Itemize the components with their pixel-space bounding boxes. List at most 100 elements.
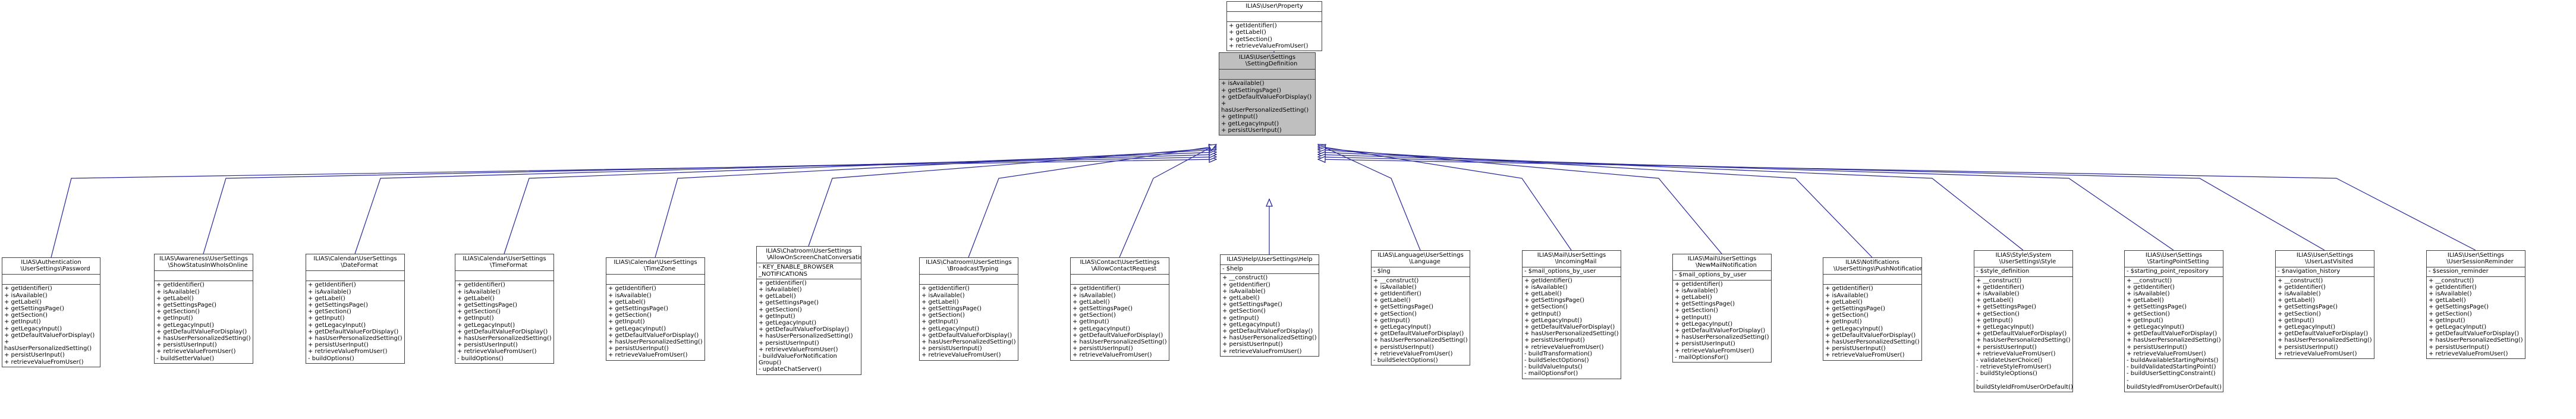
uml-class-title: ILIAS\Chatroom\UserSettings\BroadcastTyp… xyxy=(920,258,1018,275)
uml-class-user-sessionreminder[interactable]: ILIAS\User\Settings\UserSessionReminder-… xyxy=(2426,250,2525,360)
uml-class-calendar-timeformat[interactable]: ILIAS\Calendar\UserSettings\TimeFormat + … xyxy=(455,254,554,364)
uml-operation: + getSection() xyxy=(1222,308,1266,315)
uml-operation: + isAvailable() xyxy=(1976,291,2020,298)
uml-class-auth-password[interactable]: ILIAS\Authentication\UserSettings\Passwo… xyxy=(2,257,100,367)
uml-class-attributes xyxy=(1227,12,1322,23)
uml-operation: + persistUserInput() xyxy=(608,345,669,352)
uml-class-title-line1: ILIAS\User\Settings xyxy=(2145,252,2203,259)
uml-operation: + getInput() xyxy=(1675,314,1712,321)
uml-class-operations: + getIdentifier()+ isAvailable()+ getLab… xyxy=(2,285,100,366)
uml-operation: + __construct() xyxy=(2429,277,2474,284)
uml-operation: + getInput() xyxy=(759,313,795,320)
uml-class-title-line1: ILIAS\Chatroom\UserSettings xyxy=(766,248,852,254)
uml-operation: + getSection() xyxy=(2127,310,2170,317)
uml-operation: - buildOptions() xyxy=(457,355,504,362)
uml-operation: - buildStyleOptions() xyxy=(1976,370,2037,377)
uml-class-title-line2: \UserSettings\Password xyxy=(20,266,90,273)
uml-operation: + hasUserPersonalizedSetting() xyxy=(1373,337,1468,344)
uml-class-help-help[interactable]: ILIAS\Help\UserSettings\Help- $help+ __c… xyxy=(1220,254,1319,357)
uml-class-style-style[interactable]: ILIAS\Style\System\UserSettings\Style- $… xyxy=(1974,250,2073,393)
uml-class-title-line1: ILIAS\Language\UserSettings xyxy=(1377,252,1464,259)
uml-operation: + getLabel() xyxy=(1072,298,1110,305)
uml-operation: + isAvailable() xyxy=(921,292,965,299)
uml-operation: - buildUserSettingConstraint() xyxy=(2127,370,2216,377)
uml-operation: + retrieveValueFromUser() xyxy=(1373,350,1453,357)
uml-class-attributes xyxy=(606,275,704,285)
uml-operation: + persistUserInput() xyxy=(2429,344,2489,351)
uml-class-title: ILIAS\Calendar\UserSettings\TimeFormat xyxy=(455,254,553,272)
uml-operation: + isAvailable() xyxy=(156,288,200,295)
uml-operation: + retrieveValueFromUser() xyxy=(1675,347,1754,354)
uml-operation: + persistUserInput() xyxy=(759,339,819,346)
uml-class-title-line2: \UserSettings\Style xyxy=(1999,259,2056,266)
uml-class-title-line1: ILIAS\User\Settings xyxy=(2296,252,2354,259)
uml-operation: + hasUserPersonalizedSetting() xyxy=(1221,100,1309,114)
uml-operation: + getLegacyInput() xyxy=(2429,324,2487,331)
uml-class-calendar-dateformat[interactable]: ILIAS\Calendar\UserSettings\DateFormat+ … xyxy=(306,254,405,364)
uml-class-contact-allowrequest[interactable]: ILIAS\Contact\UserSettings\AllowContactR… xyxy=(1070,257,1169,361)
uml-class-property[interactable]: ILIAS\User\Property+ getIdentifier()+ ge… xyxy=(1226,1,1322,52)
uml-class-notifications-pushnotification[interactable]: ILIAS\Notifications\UserSettings\PushNot… xyxy=(1823,257,1922,361)
uml-operation: + getSection() xyxy=(921,312,965,319)
uml-class-settingdefinition[interactable]: ILIAS\User\Settings\SettingDefinition+ i… xyxy=(1219,52,1316,136)
uml-attribute: - $session_reminder xyxy=(2429,268,2489,275)
uml-operation: + retrieveValueFromUser() xyxy=(1072,352,1152,359)
uml-operation: + getSection() xyxy=(759,306,802,313)
uml-class-title-line2: \UserSessionReminder xyxy=(2446,259,2514,266)
uml-class-calendar-timezone[interactable]: ILIAS\Calendar\UserSettings\TimeZone+ ge… xyxy=(606,257,705,361)
uml-class-mail-newmailnotification[interactable]: ILIAS\Mail\UserSettings\NewMailNotificat… xyxy=(1672,254,1772,363)
uml-operation: + retrieveValueFromUser() xyxy=(2429,350,2508,357)
uml-operation: + getInput() xyxy=(2278,317,2314,324)
uml-operation: + getLegacyInput() xyxy=(1072,325,1131,332)
uml-operation: + getSettingsPage() xyxy=(1976,304,2037,311)
uml-operation: + getInput() xyxy=(608,319,645,326)
uml-operation: + retrieveValueFromUser() xyxy=(4,358,84,366)
uml-operation: + retrieveValueFromUser() xyxy=(1222,348,1302,355)
uml-operation: + getInput() xyxy=(1072,319,1109,326)
uml-operation: + getInput() xyxy=(156,315,193,322)
uml-operation: + getLegacyInput() xyxy=(759,320,817,327)
uml-class-operations: + __construct()+ isAvailable()+ getIdent… xyxy=(1372,277,1470,366)
uml-class-language-language[interactable]: ILIAS\Language\UserSettings\Language- $l… xyxy=(1371,250,1470,366)
uml-operation: + hasUserPersonalizedSetting() xyxy=(2278,337,2372,344)
uml-operation: + hasUserPersonalizedSetting() xyxy=(1222,335,1317,342)
uml-operation: + getLabel() xyxy=(156,295,194,302)
uml-class-attributes: - $lng xyxy=(1372,267,1470,277)
uml-class-awareness-showstatus[interactable]: ILIAS\Awareness\UserSettings\ShowStatusI… xyxy=(154,254,253,364)
uml-attribute: - $starting_point_repository xyxy=(2127,268,2209,275)
uml-operation: + getInput() xyxy=(2127,317,2163,324)
uml-class-mail-incomingmail[interactable]: ILIAS\Mail\UserSettings\IncomingMail- $m… xyxy=(1522,250,1621,379)
uml-class-attributes: - $style_definition xyxy=(1974,267,2072,277)
uml-operation: - updateChatServer() xyxy=(759,366,822,373)
uml-class-title: ILIAS\User\Settings\SettingDefinition xyxy=(1219,53,1315,70)
uml-class-chatroom-broadcasttyping[interactable]: ILIAS\Chatroom\UserSettings\BroadcastTyp… xyxy=(919,257,1018,361)
uml-operation: + retrieveValueFromUser() xyxy=(308,348,388,355)
uml-class-attributes: - KEY_ENABLE_BROWSER_NOTIFICATIONS xyxy=(757,263,861,279)
uml-operation: + hasUserPersonalizedSetting() xyxy=(608,339,703,346)
uml-operation: + retrieveValueFromUser() xyxy=(759,346,838,353)
uml-class-attributes: - $navigation_history xyxy=(2276,267,2374,277)
uml-operation: + getSettingsPage() xyxy=(1373,304,1434,311)
uml-operation: + hasUserPersonalizedSetting() xyxy=(1524,330,1619,338)
uml-operation: + persistUserInput() xyxy=(2278,344,2338,351)
uml-class-user-lastvisited[interactable]: ILIAS\User\Settings\UserLastVisited- $na… xyxy=(2275,250,2374,360)
uml-operation: + retrieveValueFromUser() xyxy=(156,348,236,355)
uml-operation: + getLegacyInput() xyxy=(4,325,62,332)
uml-operation: + getLabel() xyxy=(308,295,345,302)
uml-operation: + getSection() xyxy=(4,312,48,319)
uml-operation: + hasUserPersonalizedSetting() xyxy=(4,339,92,352)
uml-operation: + getSection() xyxy=(457,308,501,316)
uml-operation: + isAvailable() xyxy=(1524,283,1568,291)
uml-operation: + retrieveValueFromUser() xyxy=(1976,350,2056,357)
uml-operation: + __construct() xyxy=(2278,277,2323,284)
uml-operation: + getLabel() xyxy=(1825,298,1863,305)
uml-class-user-startingpoint[interactable]: ILIAS\User\Settings\StartingPointSetting… xyxy=(2124,250,2223,393)
uml-operation: + getSettingsPage() xyxy=(2127,304,2187,311)
uml-class-title-line1: ILIAS\Calendar\UserSettings xyxy=(313,256,397,262)
uml-operation: + isAvailable() xyxy=(759,286,802,294)
uml-class-chatroom-allowonscreen[interactable]: ILIAS\Chatroom\UserSettings\AllowOnScree… xyxy=(756,246,861,375)
uml-operation: + getSettingsPage() xyxy=(1825,305,1886,313)
uml-operation: + getIdentifier() xyxy=(1222,281,1270,288)
uml-operation: + getInput() xyxy=(1976,317,2013,324)
uml-operation: + getDefaultValueForDisplay() xyxy=(2429,330,2520,338)
